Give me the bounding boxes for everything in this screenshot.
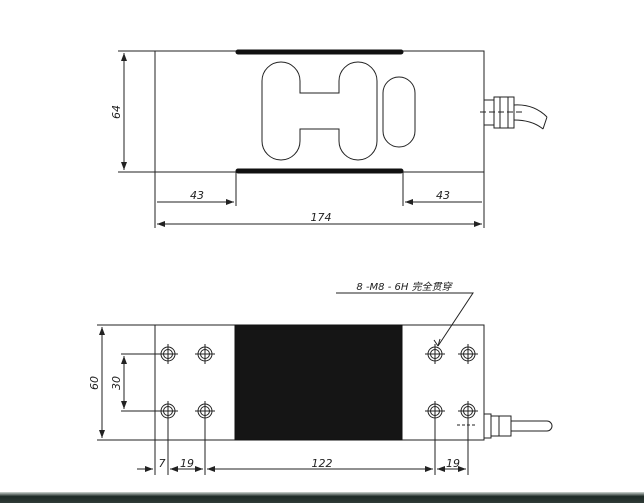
holes	[158, 344, 478, 421]
dim-hole-spacing-left: 19	[180, 457, 194, 470]
bottom-edge-strip	[0, 492, 644, 503]
body-outline	[154, 50, 485, 173]
top-view	[118, 49, 548, 228]
callout-leader	[336, 292, 474, 347]
dim-right-offset: 43	[436, 189, 450, 202]
hole-icon	[195, 344, 215, 364]
dim-center: 122	[312, 457, 333, 470]
hole-callout: 8 -M8 - 6H 完全贯穿	[356, 281, 453, 293]
oval-slot	[382, 76, 416, 148]
dim-hole-spacing-right: 19	[446, 457, 460, 470]
hole-icon	[425, 401, 445, 421]
dim-width: 60	[88, 376, 101, 390]
black-pad	[234, 324, 403, 441]
dim-edge: 7	[159, 457, 166, 470]
dim-left-offset: 43	[190, 189, 204, 202]
dim-height: 64	[110, 105, 123, 119]
h-slot	[261, 61, 378, 161]
hole-icon	[158, 344, 178, 364]
dim-length: 174	[311, 211, 332, 224]
dim-hole-spacing-v: 30	[110, 376, 123, 390]
cable-connector-icon	[480, 96, 548, 130]
cable-connector-icon	[457, 413, 553, 439]
hole-icon	[458, 344, 478, 364]
bottom-view	[97, 292, 553, 475]
hole-icon	[425, 344, 445, 364]
